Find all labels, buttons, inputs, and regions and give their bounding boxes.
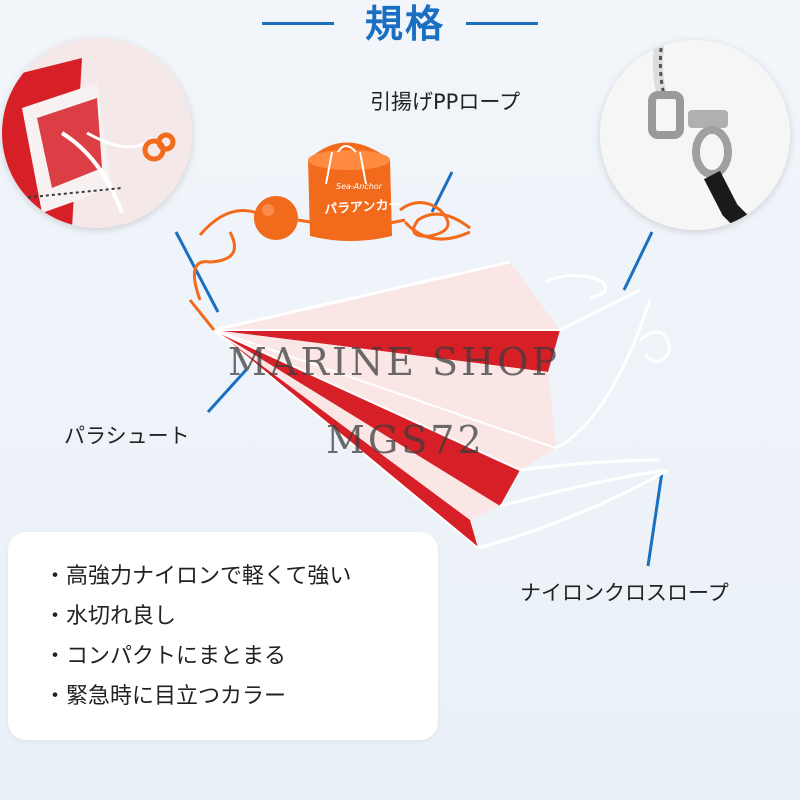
storage-bag (308, 142, 392, 241)
nylon-shroud-lines (477, 274, 672, 550)
callout-nylon-cross-rope: ナイロンクロスロープ (520, 581, 729, 605)
feature-item: ・高強力ナイロンで軽くて強い (44, 564, 352, 589)
page-title: 規格 (364, 2, 445, 46)
swivel-closeup-image (600, 40, 790, 230)
callout-pp-rope: 引揚げPPロープ (370, 90, 521, 114)
leader-line-canopy (174, 231, 220, 313)
float-and-pp-rope (192, 196, 471, 301)
feature-list: ・高強力ナイロンで軽くて強い ・水切れ良し ・コンパクトにまとまる ・緊急時に目… (8, 532, 438, 740)
leader-line-nylon-rope (646, 471, 664, 567)
feature-item: ・コンパクトにまとまる (44, 644, 287, 669)
title-header: 規格 (0, 0, 800, 60)
bag-brand-small: Sea-Anchor (336, 182, 382, 191)
detail-circle-canopy (2, 38, 192, 228)
leader-line-parachute (206, 368, 248, 414)
watermark-line1: MARINE SHOP (228, 340, 560, 384)
watermark-line2: MGS72 (326, 418, 485, 462)
callout-parachute: パラシュート (64, 424, 190, 448)
feature-item: ・緊急時に目立つカラー (44, 684, 287, 709)
leader-line-swivel (622, 231, 654, 291)
parachute-canopy (188, 260, 560, 549)
feature-item: ・水切れ良し (44, 604, 177, 629)
title-rule-left (262, 22, 334, 25)
canopy-closeup-image (2, 38, 192, 228)
title-rule-right (466, 22, 538, 25)
detail-circle-swivel (600, 40, 790, 230)
